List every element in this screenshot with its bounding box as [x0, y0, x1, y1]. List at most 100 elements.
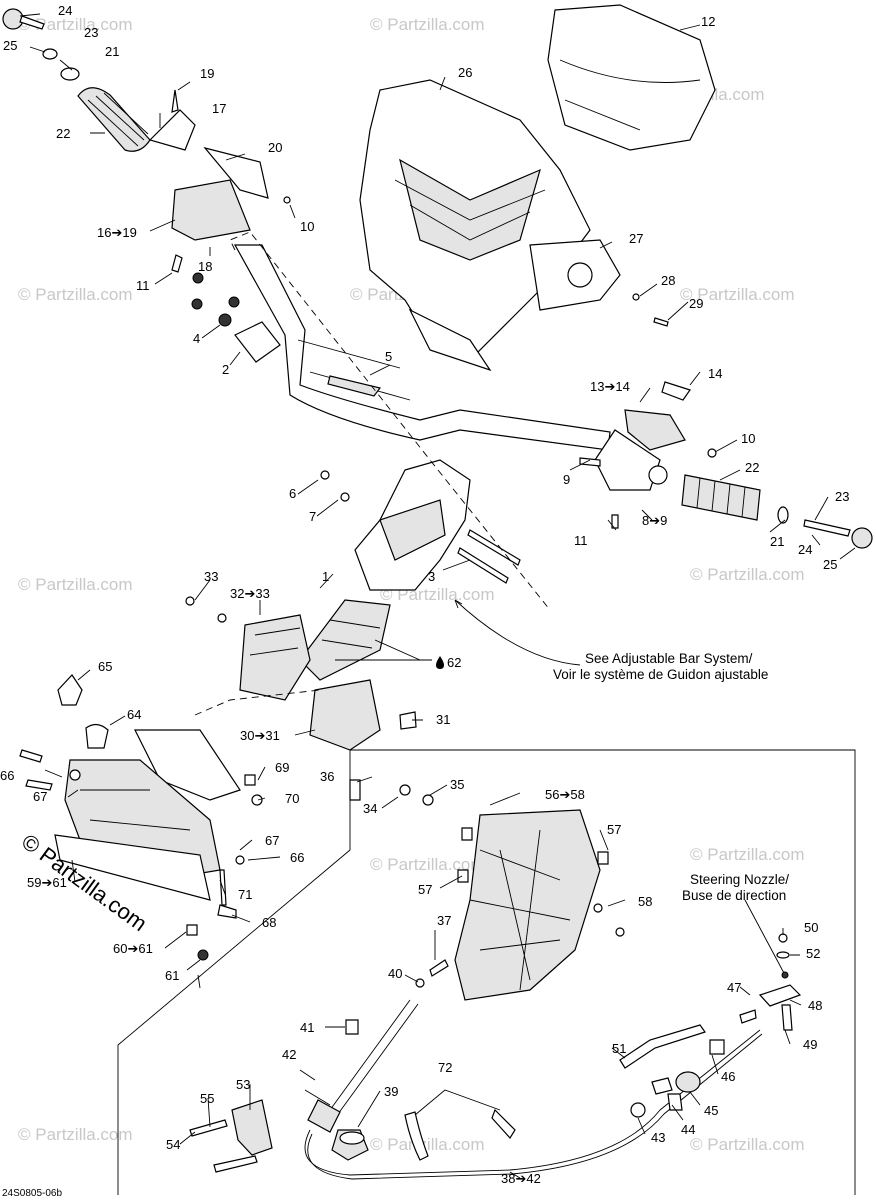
- steering-nozzle-caption-fr: Buse de direction: [682, 888, 786, 903]
- part-label: 26: [458, 65, 472, 80]
- part-label: 31: [436, 712, 450, 727]
- part-label: 3: [428, 569, 435, 584]
- watermark-text: © Partzilla.com: [690, 845, 805, 864]
- upper-cover: [547, 4, 716, 151]
- part-label: 11: [574, 533, 588, 548]
- part-label: 70: [285, 791, 299, 806]
- oil-drop-icon: [436, 656, 444, 669]
- part-label: 46: [721, 1069, 735, 1084]
- handlebar: [233, 244, 611, 451]
- part-label: 33: [204, 569, 218, 584]
- part-label: 42: [282, 1047, 296, 1062]
- part-label: 65: [98, 659, 112, 674]
- part-label: 52: [806, 946, 820, 961]
- cable-anchor: [189, 1099, 273, 1173]
- part-label: 22: [56, 126, 70, 141]
- watermark-text: © Partzilla.com: [370, 855, 485, 874]
- part-labels: 24 25 23 21 19 17 22 20 16➔19 10 18 11 4…: [0, 3, 849, 1186]
- part-label: 67: [265, 833, 279, 848]
- watermark-text: © Partzilla.com: [18, 285, 133, 304]
- part-label: 56➔58: [545, 787, 585, 802]
- watermark-text: © Partzilla.com: [18, 15, 133, 34]
- steering-stem: [299, 459, 521, 681]
- watermark-text: © Partzilla.com: [680, 285, 795, 304]
- column-brackets: [185, 596, 434, 806]
- left-grip-assembly: [2, 8, 291, 363]
- part-label: 57: [418, 882, 432, 897]
- part-label: 8➔9: [642, 513, 667, 528]
- part-label: 53: [236, 1077, 250, 1092]
- part-label: 41: [300, 1020, 314, 1035]
- part-label: 37: [437, 913, 451, 928]
- right-grip-assembly: [579, 381, 873, 549]
- part-label: 64: [127, 707, 141, 722]
- part-label: 10: [741, 431, 755, 446]
- part-label: 21: [105, 44, 119, 59]
- part-label: 71: [238, 887, 252, 902]
- part-label: 22: [745, 460, 759, 475]
- watermark-text: © Partzilla.com: [690, 565, 805, 584]
- part-label: 50: [804, 920, 818, 935]
- part-label: 29: [689, 296, 703, 311]
- part-label: 59➔61: [27, 875, 67, 890]
- part-label: 68: [262, 915, 276, 930]
- part-label: 36: [320, 769, 334, 784]
- watermark-text: © Partzilla.com: [18, 575, 133, 594]
- part-label: 60➔61: [113, 941, 153, 956]
- part-label: 72: [438, 1060, 452, 1075]
- watermark-text: © Partzilla.com: [370, 15, 485, 34]
- part-label: 24: [58, 3, 72, 18]
- part-label: 57: [607, 822, 621, 837]
- part-label: 35: [450, 777, 464, 792]
- part-label: 58: [638, 894, 652, 909]
- part-label: 14: [708, 366, 722, 381]
- steering-nozzle-caption: Steering Nozzle/: [690, 872, 789, 887]
- part-label: 23: [84, 25, 98, 40]
- part-label: 23: [835, 489, 849, 504]
- steering-cable: [304, 959, 763, 1180]
- part-label: 6: [289, 486, 296, 501]
- part-label: 2: [222, 362, 229, 377]
- part-label: 5: [385, 349, 392, 364]
- part-label: 48: [808, 998, 822, 1013]
- part-label: 4: [193, 331, 200, 346]
- part-label: 49: [803, 1037, 817, 1052]
- part-label: 51: [612, 1041, 626, 1056]
- watermark-text: © Partzilla.com: [690, 1135, 805, 1154]
- part-label: 44: [681, 1122, 695, 1137]
- part-label: 9: [563, 472, 570, 487]
- part-label: 32➔33: [230, 586, 270, 601]
- part-label: 38➔42: [501, 1171, 541, 1186]
- part-label: 47: [727, 980, 741, 995]
- part-label: 21: [770, 534, 784, 549]
- part-label: 17: [212, 101, 226, 116]
- cable-ties: [404, 1108, 516, 1161]
- part-label: 39: [384, 1084, 398, 1099]
- steering-cover: [359, 79, 669, 372]
- part-label: 62: [447, 655, 461, 670]
- nozzle-pivot: [630, 899, 802, 1118]
- part-label: 30➔31: [240, 728, 280, 743]
- part-label: 20: [268, 140, 282, 155]
- watermark-layer: © Partzilla.com © Partzilla.com © Partzi…: [18, 15, 805, 1154]
- part-label: 67: [33, 789, 47, 804]
- part-label: 66: [290, 850, 304, 865]
- part-label: 54: [166, 1137, 180, 1152]
- part-label: 10: [300, 219, 314, 234]
- part-label: 61: [165, 968, 179, 983]
- part-label: 40: [388, 966, 402, 981]
- part-label: 24: [798, 542, 812, 557]
- part-label: 19: [200, 66, 214, 81]
- part-label: 1: [322, 569, 329, 584]
- part-label: 16➔19: [97, 225, 137, 240]
- nozzle-support-bracket: [454, 809, 625, 1001]
- steering-housing: [19, 674, 263, 961]
- watermark-text: © Partzilla.com: [18, 1125, 133, 1144]
- part-label: 7: [309, 509, 316, 524]
- part-label: 25: [823, 557, 837, 572]
- part-label: 45: [704, 1103, 718, 1118]
- leader-lines: [19, 13, 856, 1179]
- part-label: 34: [363, 801, 377, 816]
- part-label: 27: [629, 231, 643, 246]
